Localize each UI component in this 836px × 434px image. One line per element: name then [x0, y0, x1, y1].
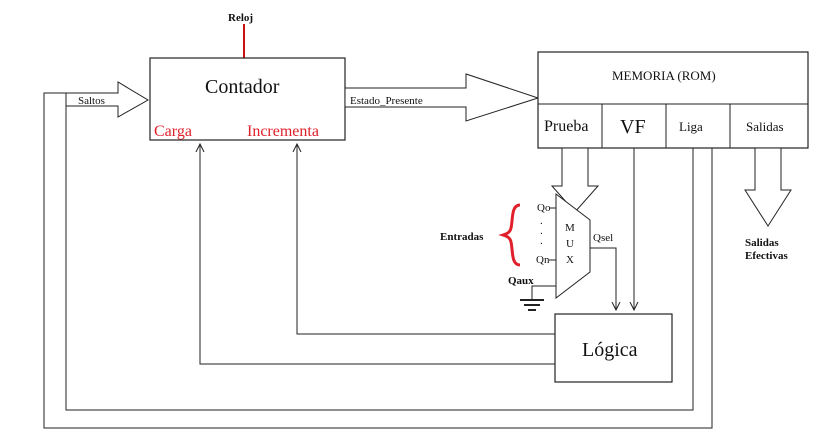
memory-field-salidas: Salidas [746, 119, 784, 134]
mux-output-label: Qsel [593, 232, 613, 244]
counter-title: Contador [205, 76, 280, 98]
memory-block [537, 51, 809, 149]
mux-letter: M [565, 222, 575, 234]
logic-block [554, 313, 673, 383]
memory-field-vf: VF [620, 116, 646, 138]
link-wire [65, 97, 694, 411]
mux-input-dots: . [540, 215, 543, 227]
present-state-arrow [344, 73, 540, 122]
memory-field-prueba: Prueba [544, 118, 588, 135]
mux-block [555, 192, 591, 300]
aux-wire [531, 285, 556, 300]
jumps-arrow [65, 81, 149, 118]
jumps-label: Saltos [78, 95, 105, 107]
mux-input-first: Qo [537, 202, 551, 214]
qsel-wire [590, 247, 616, 310]
load-label: Carga [154, 123, 192, 140]
mux-input-last: Qn [536, 254, 550, 266]
mux-letter: U [566, 238, 574, 250]
inputs-label: Entradas [440, 231, 484, 243]
mux-letter: X [566, 254, 574, 266]
aux-label: Qaux [508, 275, 534, 287]
logic-title: Lógica [582, 339, 638, 361]
test-select-arrow [550, 147, 600, 213]
increment-label: Incrementa [247, 123, 319, 140]
outputs-label-line1: Salidas [745, 237, 779, 249]
inputs-brace [498, 203, 521, 267]
memory-title: MEMORIA (ROM) [612, 68, 716, 83]
outputs-arrow [744, 147, 792, 227]
counter-block [149, 57, 346, 141]
increment-wire [297, 144, 555, 335]
memory-field-liga: Liga [679, 119, 703, 134]
outputs-label-line2: Efectivas [745, 250, 788, 262]
clock-label: Reloj [228, 12, 253, 24]
mux-input-dots: . [540, 225, 543, 237]
present-state-label: Estado_Presente [350, 95, 423, 107]
link-wire [43, 92, 713, 429]
mux-input-dots: . [540, 235, 543, 247]
load-wire [200, 144, 555, 365]
